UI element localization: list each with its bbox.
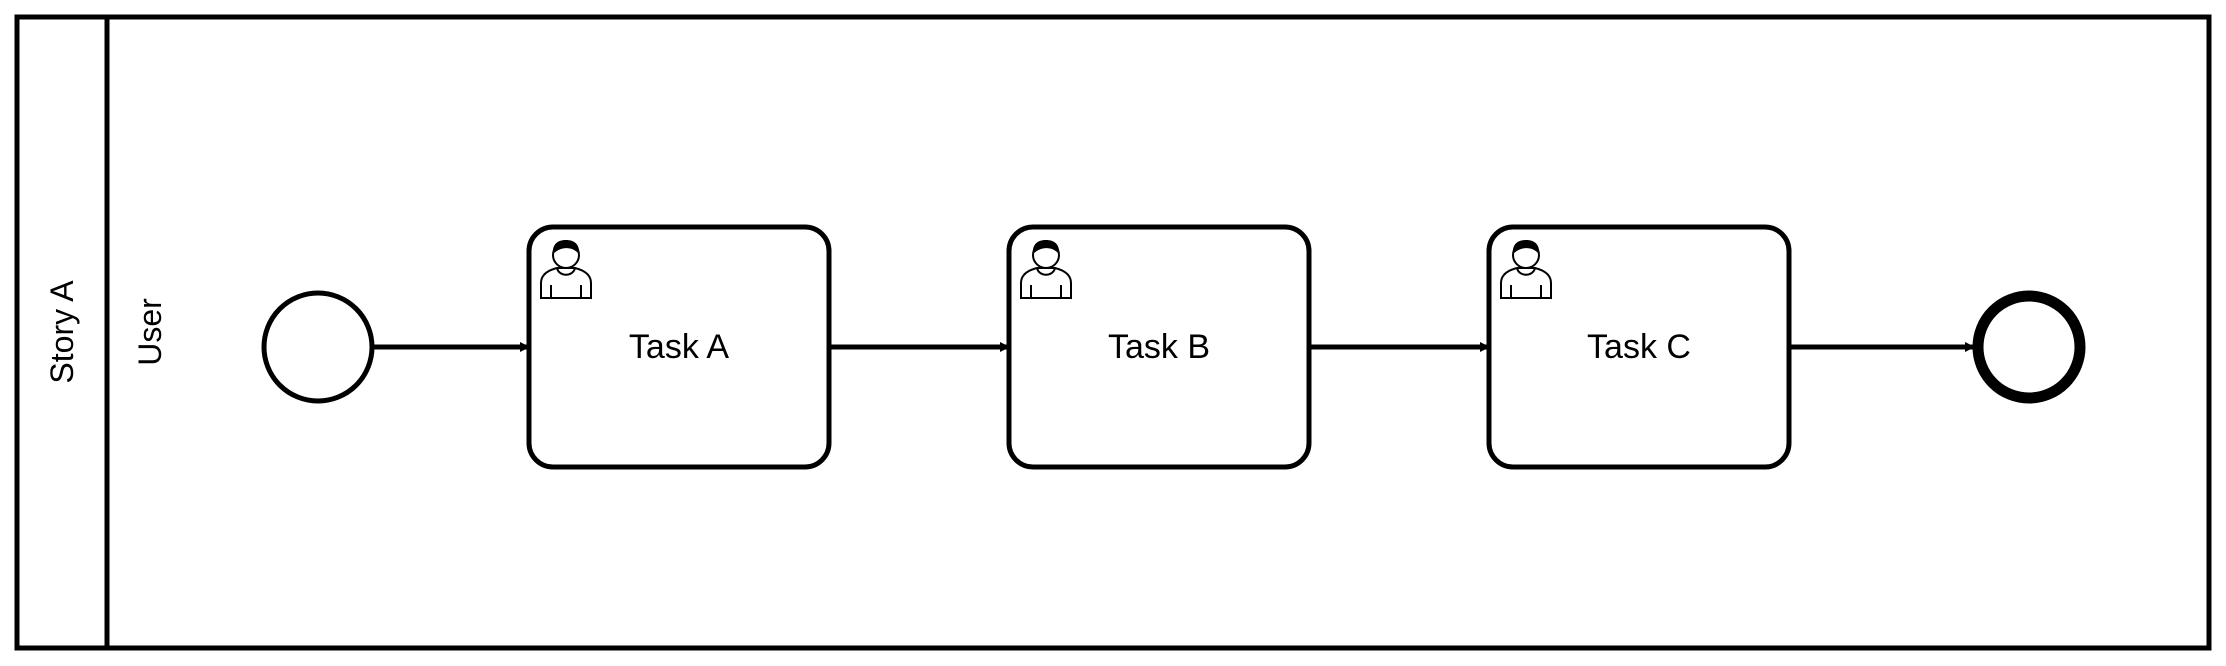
lane-label: User: [132, 298, 168, 366]
task-a[interactable]: Task A: [526, 224, 832, 470]
task-label: Task A: [629, 328, 729, 366]
start-event[interactable]: [261, 290, 375, 404]
end-event[interactable]: [1972, 290, 2086, 404]
task-label: Task B: [1108, 328, 1210, 366]
task-b[interactable]: Task B: [1006, 224, 1312, 470]
task-box: [1006, 224, 1312, 470]
task-c[interactable]: Task C: [1486, 224, 1792, 470]
task-box: [526, 224, 832, 470]
pool-label: Story A: [44, 280, 80, 384]
lane-user[interactable]: User: [132, 298, 168, 366]
task-label: Task C: [1587, 328, 1691, 366]
task-box: [1486, 224, 1792, 470]
